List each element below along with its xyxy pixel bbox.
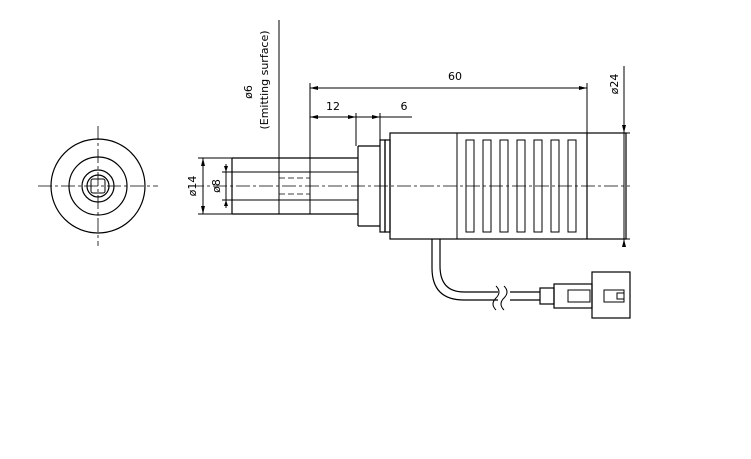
heatsink-fin-slot <box>465 139 475 233</box>
cable-outer <box>431 239 498 301</box>
dim60-arrow-left <box>310 86 318 90</box>
dim6-label: 6 <box>401 100 408 113</box>
heatsink-fin-slot <box>499 139 509 233</box>
heatsink-fin-slot <box>567 139 577 233</box>
dim12-label: 12 <box>326 100 340 113</box>
emitting-surface-label: (Emitting surface) <box>258 30 271 129</box>
dia8-arrow-top <box>224 166 228 172</box>
cable-inner <box>439 239 498 293</box>
dimensions: ø6 (Emitting surface) 60 12 6 ø24 ø1 <box>186 20 630 247</box>
dim12-arrow-right <box>348 115 356 119</box>
main-body <box>389 132 627 240</box>
end-view <box>38 126 158 246</box>
heatsink-fin-slot <box>550 139 560 233</box>
heatsink-fin-slot <box>516 139 526 233</box>
dia14-label: ø14 <box>186 176 199 197</box>
dia8-label: ø8 <box>210 179 223 193</box>
connector-socket <box>603 289 625 303</box>
dim60-arrow-right <box>579 86 587 90</box>
dim60-label: 60 <box>448 70 462 83</box>
dia24-arrow-bottom <box>622 239 626 247</box>
dim12-arrow-left <box>310 115 318 119</box>
dia14-arrow-bottom <box>201 206 205 214</box>
heatsink-fin-slot <box>482 139 492 233</box>
cable-break-symbol-2 <box>500 285 508 311</box>
dia8-arrow-bottom <box>224 200 228 206</box>
dia24-label: ø24 <box>608 74 621 95</box>
dia24-arrow-top <box>622 125 626 133</box>
side-view <box>190 132 631 319</box>
dia14-arrow-top <box>201 158 205 166</box>
heatsink-fins <box>465 139 577 233</box>
connector-pin <box>567 289 591 303</box>
connector-body-male <box>553 283 593 309</box>
connector-body-female <box>591 271 631 319</box>
heatsink-fin-slot <box>533 139 543 233</box>
cable-break-symbol-1 <box>492 285 500 311</box>
dia6-label: ø6 <box>242 85 255 99</box>
connector-boot <box>539 287 555 305</box>
dim6-arrow-right <box>372 115 380 119</box>
connector-socket-slot <box>616 292 625 300</box>
